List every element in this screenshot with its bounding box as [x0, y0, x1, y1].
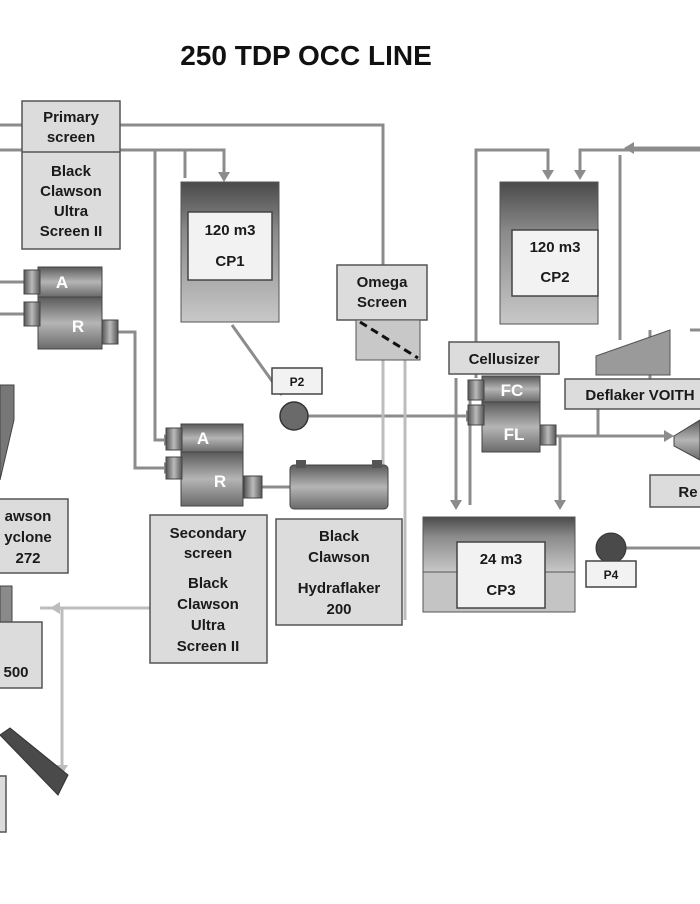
svg-text:Secondary: Secondary [170, 525, 247, 542]
svg-text:Deflaker VOITH: Deflaker VOITH [585, 387, 694, 404]
conveyor-partial [0, 727, 69, 833]
secondary-screen: Secondary screen Black Clawson Ultra Scr… [149, 514, 268, 664]
svg-text:A: A [197, 429, 209, 448]
pump-p4: P4 [585, 532, 637, 588]
svg-text:Screen II: Screen II [177, 638, 240, 655]
primary-ar-cylinders: A R [23, 266, 119, 350]
svg-text:FC: FC [501, 381, 524, 400]
svg-text:Primary: Primary [43, 109, 100, 126]
svg-text:yclone: yclone [4, 529, 52, 546]
light-pipes [40, 338, 407, 775]
svg-text:24 m3: 24 m3 [480, 551, 523, 568]
svg-text:Black: Black [51, 163, 92, 180]
svg-text:Ultra: Ultra [191, 617, 226, 634]
svg-text:Ultra: Ultra [54, 203, 89, 220]
svg-text:Clawson: Clawson [177, 596, 239, 613]
svg-text:screen: screen [184, 545, 232, 562]
svg-text:Re: Re [678, 484, 697, 501]
svg-text:Black: Black [188, 575, 229, 592]
svg-text:A: A [56, 273, 68, 292]
svg-text:R: R [214, 472, 226, 491]
pump-p2: P2 [271, 367, 323, 431]
tank-cp2: 120 m3 CP2 [499, 181, 599, 325]
svg-text:Screen: Screen [357, 294, 407, 311]
unit-500-partial: 500 [0, 585, 43, 689]
svg-text:screen: screen [47, 129, 95, 146]
pipes [0, 123, 700, 550]
svg-text:P2: P2 [290, 375, 305, 389]
svg-text:120 m3: 120 m3 [530, 239, 581, 256]
hydraflaker-drum [289, 460, 389, 510]
svg-text:CP1: CP1 [215, 253, 244, 270]
secondary-ar-cylinders: A R [165, 423, 263, 507]
svg-text:Hydraflaker: Hydraflaker [298, 580, 381, 597]
hydraflaker-label: Black Clawson Hydraflaker 200 [275, 518, 403, 626]
svg-text:Clawson: Clawson [40, 183, 102, 200]
svg-text:R: R [72, 317, 84, 336]
tank-cp3: 24 m3 CP3 [422, 516, 576, 613]
tank-cp1: 120 m3 CP1 [180, 181, 280, 323]
omega-screen: Omega Screen [336, 264, 428, 361]
svg-text:CP2: CP2 [540, 269, 569, 286]
svg-text:P4: P4 [604, 568, 619, 582]
cellusizer: Cellusizer FC FL [448, 341, 560, 453]
svg-text:FL: FL [504, 425, 525, 444]
primary-screen: Primary screen Black Clawson Ultra Scree… [21, 100, 121, 250]
diagram-title: 250 TDP OCC LINE [180, 40, 432, 71]
svg-text:Black: Black [319, 528, 360, 545]
svg-text:Screen II: Screen II [40, 223, 103, 240]
cyclone-partial: awson yclone 272 [0, 384, 69, 574]
deflaker-voith: Deflaker VOITH [564, 329, 700, 461]
svg-text:Clawson: Clawson [308, 549, 370, 566]
svg-text:272: 272 [15, 550, 40, 567]
svg-text:awson: awson [5, 508, 52, 525]
svg-text:120 m3: 120 m3 [205, 222, 256, 239]
svg-text:Cellusizer: Cellusizer [469, 351, 540, 368]
svg-text:500: 500 [3, 664, 28, 681]
svg-text:CP3: CP3 [486, 582, 515, 599]
svg-text:Omega: Omega [357, 274, 409, 291]
svg-text:200: 200 [326, 601, 351, 618]
re-box: Re [649, 474, 700, 508]
